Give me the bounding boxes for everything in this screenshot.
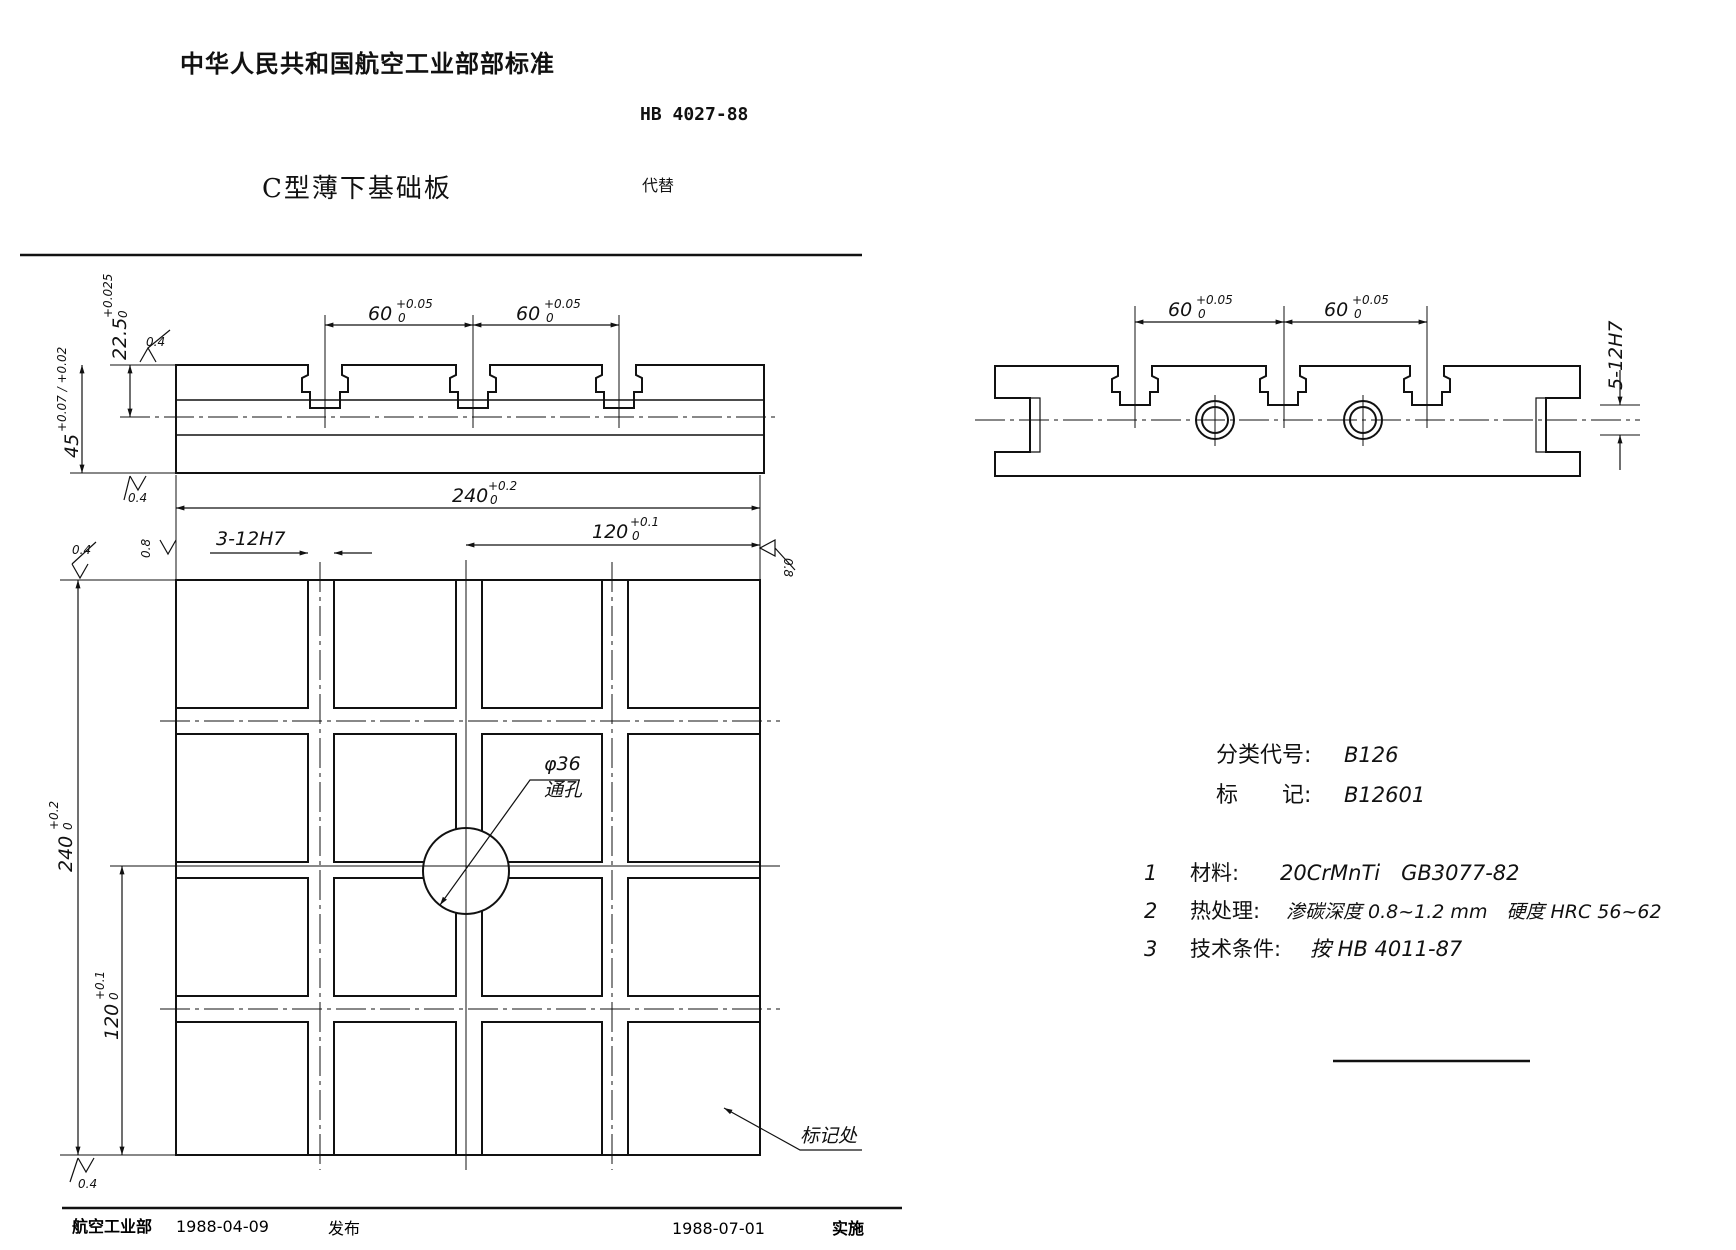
dim-len-120-tol0: 0 xyxy=(107,992,121,1000)
dim-end-a-tol0: 0 xyxy=(1198,307,1206,321)
standard-code: HB 4027-88 xyxy=(640,104,749,125)
hole-diameter: φ36 xyxy=(544,753,581,775)
note-3-label: 技术条件: xyxy=(1190,937,1281,961)
dim-len-120-tol: +0.1 xyxy=(93,971,107,1000)
dim-slot-3: 3-12H7 xyxy=(216,528,286,550)
dim-height-top-tol: +0.025 xyxy=(101,274,115,318)
dim-width-240-tol0: 0 xyxy=(490,493,498,507)
dim-half-120: 120 xyxy=(592,521,628,543)
standard-organization: 中华人民共和国航空工业部部标准 xyxy=(180,50,555,78)
mark-location-label: 标记处 xyxy=(800,1125,858,1147)
class-code-label: 分类代号: xyxy=(1216,743,1311,768)
dim-side-b: 60 xyxy=(516,303,540,325)
roughness-04-d: 0.4 xyxy=(78,1177,97,1191)
dim-len-240-tol0: 0 xyxy=(61,822,75,830)
dim-end-b-tol: +0.05 xyxy=(1352,293,1389,307)
dim-end-a-tol: +0.05 xyxy=(1196,293,1233,307)
note-2-value: 渗碳深度 0.8~1.2 mm 硬度 HRC 56~62 xyxy=(1286,901,1662,923)
footer-issue-label: 发布 xyxy=(328,1219,360,1238)
dim-side-a-tol: +0.05 xyxy=(396,297,433,311)
note-1-label: 材料: xyxy=(1190,861,1239,885)
note-1-value: 20CrMnTi GB3077-82 xyxy=(1280,861,1520,885)
plan-view xyxy=(60,475,862,1183)
class-code-value: B126 xyxy=(1344,743,1399,767)
note-3-value: 按 HB 4011-87 xyxy=(1310,937,1463,961)
dim-side-a-tol0: 0 xyxy=(398,311,406,325)
dim-half-120-tol: +0.1 xyxy=(630,515,659,529)
roughness-04-b: 0.4 xyxy=(128,491,147,505)
footer-issuer: 航空工业部 xyxy=(72,1217,152,1236)
footer-impl-date: 1988-07-01 xyxy=(672,1219,765,1238)
roughness-04-a: 0.4 xyxy=(146,335,165,349)
dim-end-b: 60 xyxy=(1324,299,1348,321)
note-1-num: 1 xyxy=(1144,861,1157,885)
note-2-num: 2 xyxy=(1144,899,1157,923)
dim-side-a: 60 xyxy=(368,303,392,325)
dim-len-240-tol: +0.2 xyxy=(47,801,61,830)
dim-end-b-tol0: 0 xyxy=(1354,307,1362,321)
dim-len-120: 120 xyxy=(101,1004,123,1040)
class-mark-label: 标 记: xyxy=(1216,783,1311,808)
roughness-08-b: 0.8 xyxy=(781,558,795,577)
replace-label: 代替 xyxy=(642,176,675,195)
hole-type: 通孔 xyxy=(544,779,583,801)
note-2-label: 热处理: xyxy=(1190,899,1260,923)
dim-side-b-tol: +0.05 xyxy=(544,297,581,311)
roughness-08-a: 0.8 xyxy=(139,539,153,558)
roughness-04-c: 0.4 xyxy=(72,543,91,557)
dim-end-a: 60 xyxy=(1168,299,1192,321)
dim-height-total: 45 xyxy=(61,434,83,458)
dim-side-b-tol0: 0 xyxy=(546,311,554,325)
dim-height-top-tol0: 0 xyxy=(116,310,130,318)
dim-width-240-tol: +0.2 xyxy=(488,479,517,493)
dim-width-240: 240 xyxy=(452,485,488,507)
dim-height-top: 22.5 xyxy=(109,318,131,360)
end-view xyxy=(975,306,1640,477)
dim-slot-5: 5-12H7 xyxy=(1605,321,1627,391)
side-view xyxy=(70,315,780,501)
dim-height-total-tol: +0.07 / +0.02 xyxy=(55,347,69,432)
note-3-num: 3 xyxy=(1144,937,1157,961)
dim-half-120-tol0: 0 xyxy=(632,529,640,543)
footer-issue-date: 1988-04-09 xyxy=(176,1217,269,1236)
dim-len-240: 240 xyxy=(55,836,77,872)
footer-impl-label: 实施 xyxy=(832,1219,864,1238)
class-mark-value: B12601 xyxy=(1344,783,1425,807)
part-title: C型薄下基础板 xyxy=(262,174,452,204)
